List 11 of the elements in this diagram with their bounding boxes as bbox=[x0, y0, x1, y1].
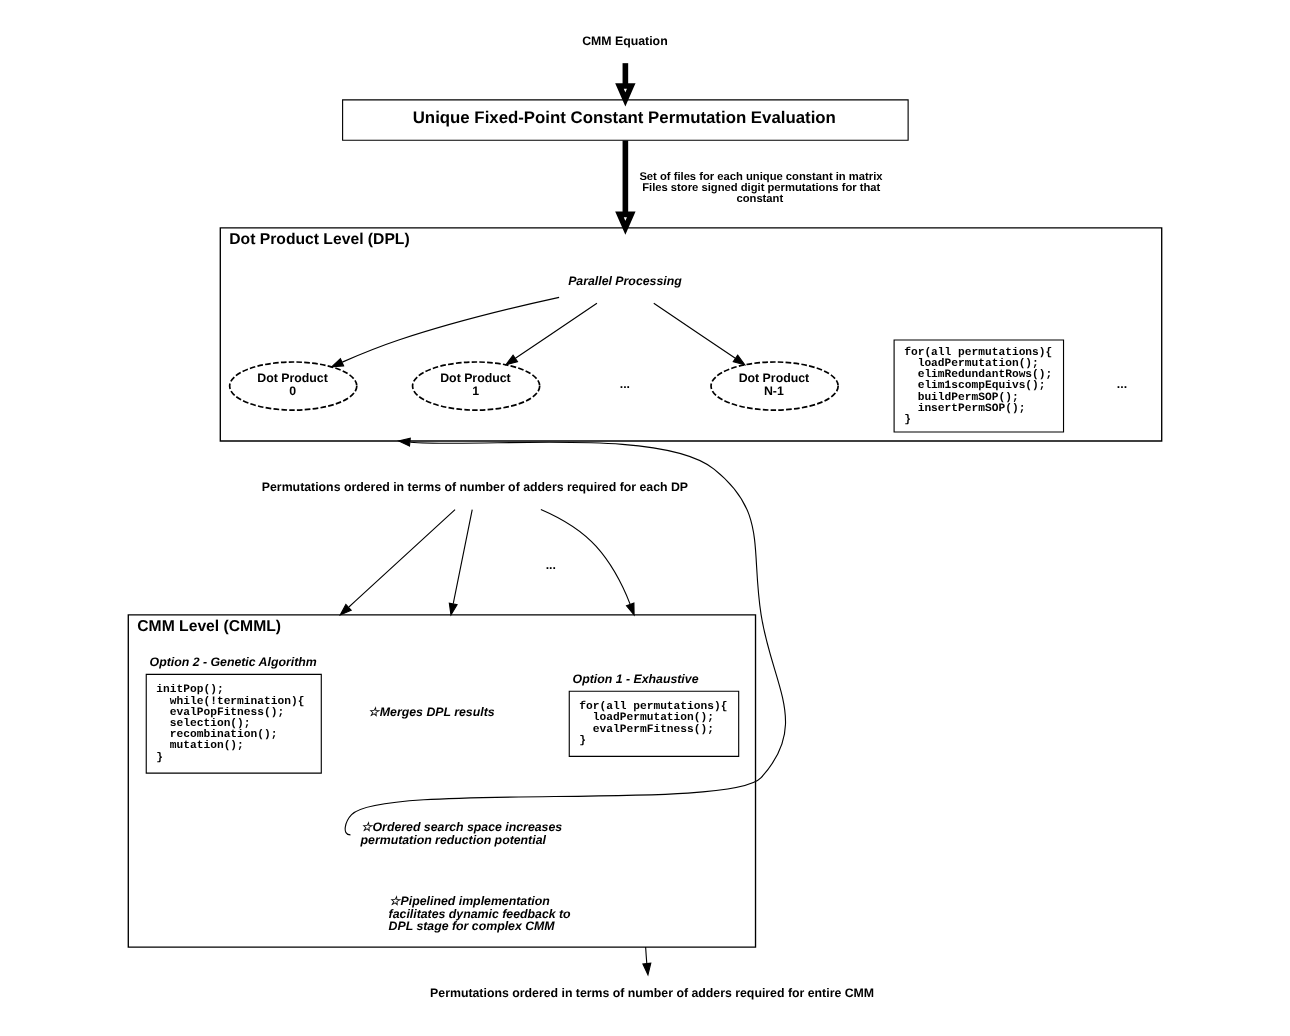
arrow bbox=[615, 62, 636, 106]
arrow bbox=[344, 436, 786, 835]
arrow bbox=[504, 301, 598, 365]
arrow bbox=[615, 139, 636, 234]
arrow bbox=[448, 508, 473, 616]
arrow bbox=[540, 507, 635, 616]
arrow bbox=[339, 508, 456, 616]
arrow bbox=[653, 301, 747, 365]
arrow bbox=[642, 945, 652, 976]
node-box: Unique Fixed-Point Constant Permutation Evaluation bbox=[342, 98, 909, 140]
arrow bbox=[330, 295, 560, 367]
